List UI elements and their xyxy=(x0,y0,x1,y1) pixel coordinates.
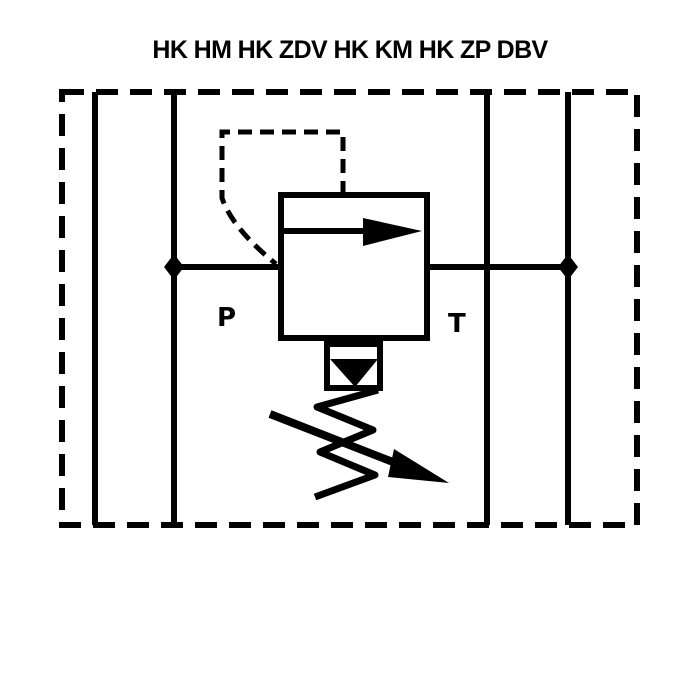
adjustment-arrow-shaft xyxy=(268,410,400,468)
pilot-line-dashed xyxy=(219,129,346,266)
port-label-t: T xyxy=(448,309,466,339)
spring-seat xyxy=(324,341,383,391)
seat-triangle xyxy=(330,359,378,387)
relief-valve-body xyxy=(278,192,430,341)
flow-arrow-head xyxy=(363,218,422,246)
diagram-title: HK HM HK ZDV HK KM HK ZP DBV xyxy=(152,36,548,64)
junction-dot-t xyxy=(558,254,578,280)
module-boundary-dashed xyxy=(59,89,640,528)
adjustment-arrow-head xyxy=(388,449,449,483)
port-label-p: P xyxy=(217,303,236,333)
junction-dot-p xyxy=(164,254,184,280)
